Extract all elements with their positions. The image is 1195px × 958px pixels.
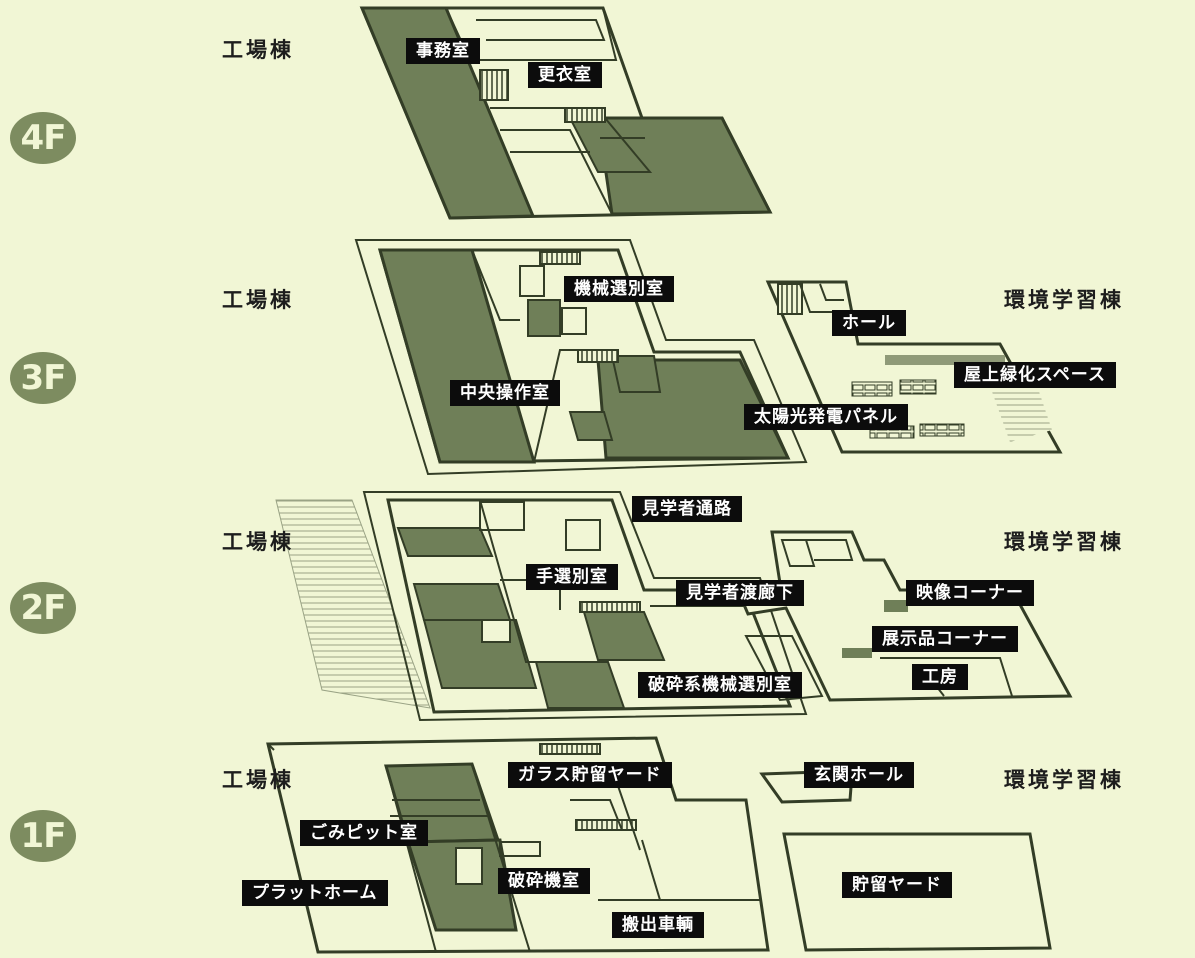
- building-label-factory-3f: 工場棟: [222, 288, 294, 312]
- floor-badge-label: 2F: [20, 588, 67, 628]
- floor-badge-2f: 2F: [10, 582, 76, 634]
- floor-badge-label: 3F: [20, 358, 67, 398]
- room-label-rooftop-greening: 屋上緑化スペース: [954, 362, 1116, 388]
- room-label-central-control: 中央操作室: [450, 380, 560, 406]
- room-label-exhibit-corner: 展示品コーナー: [872, 626, 1018, 652]
- building-label-factory-4f: 工場棟: [222, 38, 294, 62]
- building-label-factory-1f: 工場棟: [222, 768, 294, 792]
- room-label-platform: プラットホーム: [242, 880, 388, 906]
- room-label-locker-room: 更衣室: [528, 62, 602, 88]
- room-label-solar-panels: 太陽光発電パネル: [744, 404, 908, 430]
- room-label-storage-yard: 貯留ヤード: [842, 872, 952, 898]
- room-label-visitor-passage: 見学者通路: [632, 496, 742, 522]
- room-label-hand-sorting: 手選別室: [526, 564, 618, 590]
- building-label-learning-2f: 環境学習棟: [1004, 530, 1124, 554]
- floor-3f-plan: [354, 239, 1063, 476]
- room-label-glass-storage-yard: ガラス貯留ヤード: [508, 762, 672, 788]
- room-label-entrance-hall: 玄関ホール: [804, 762, 914, 788]
- room-label-video-corner: 映像コーナー: [906, 580, 1034, 606]
- floor-badge-4f: 4F: [10, 112, 76, 164]
- room-label-crushing-sorting: 破砕系機械選別室: [638, 672, 802, 698]
- room-label-visitor-corridor: 見学者渡廊下: [676, 580, 804, 606]
- room-label-workshop: 工房: [912, 664, 968, 690]
- floor-badge-3f: 3F: [10, 352, 76, 404]
- room-label-office: 事務室: [406, 38, 480, 64]
- building-label-factory-2f: 工場棟: [222, 530, 294, 554]
- floor-badge-label: 4F: [20, 118, 67, 158]
- floor-badge-label: 1F: [20, 816, 67, 856]
- floor-2f-plan: [275, 491, 1073, 722]
- room-label-hall: ホール: [832, 310, 906, 336]
- building-label-learning-1f: 環境学習棟: [1004, 768, 1124, 792]
- building-label-learning-3f: 環境学習棟: [1004, 288, 1124, 312]
- room-label-carry-out-vehicle: 搬出車輌: [612, 912, 704, 938]
- room-label-garbage-pit: ごみピット室: [300, 820, 428, 846]
- room-label-crusher-room: 破砕機室: [498, 868, 590, 894]
- floor-badge-1f: 1F: [10, 810, 76, 862]
- room-label-machine-sorting: 機械選別室: [564, 276, 674, 302]
